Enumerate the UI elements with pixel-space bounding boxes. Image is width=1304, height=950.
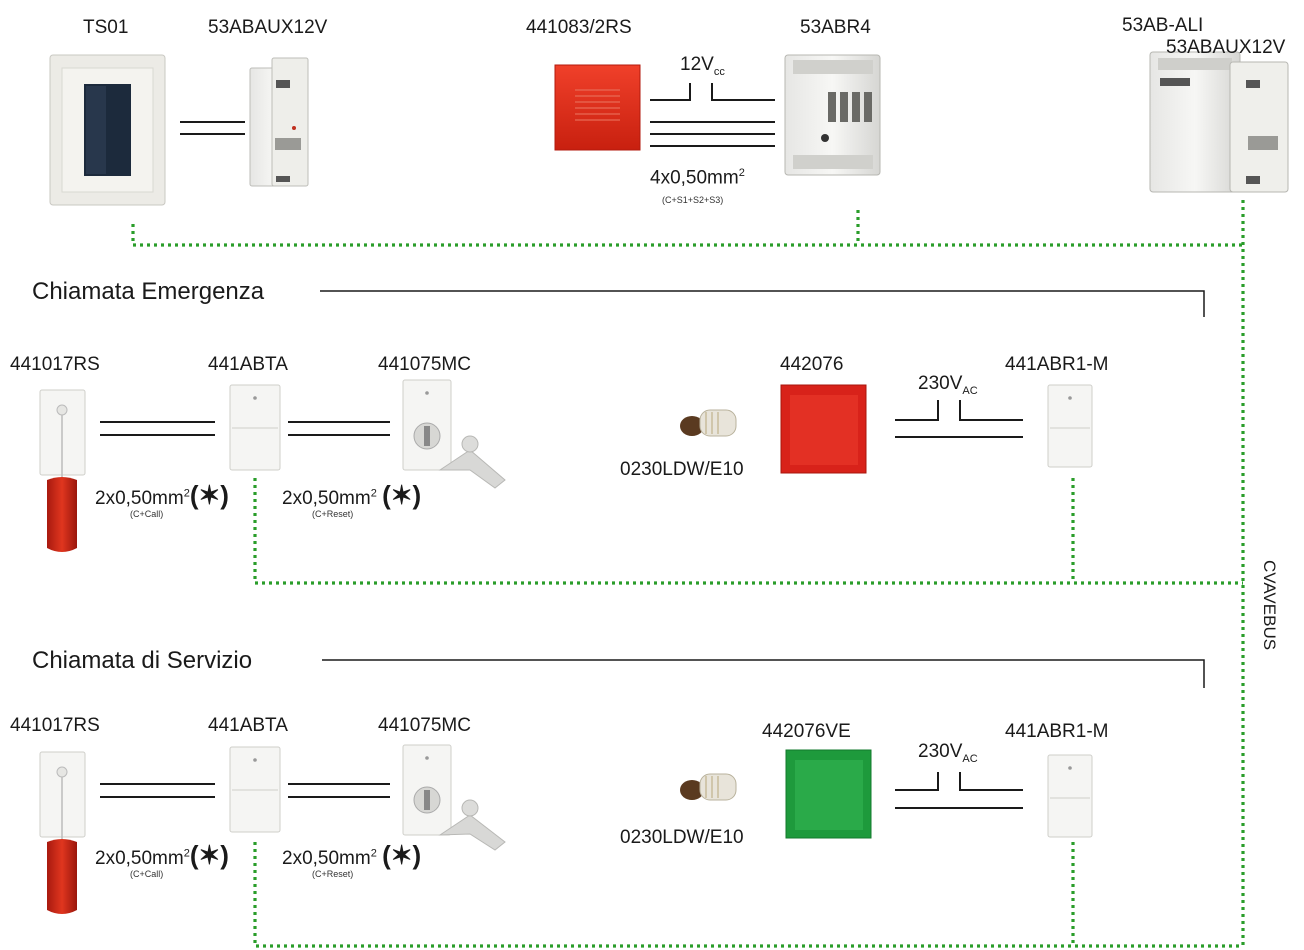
label-siren: 441083/2RS xyxy=(526,17,632,38)
abr4-module xyxy=(784,54,881,176)
section-bracket-servizio xyxy=(322,659,1205,688)
label-key-switch-2: 441075MC xyxy=(378,715,471,736)
label-button-2: 441ABTA xyxy=(208,715,288,736)
key-switch-2 xyxy=(402,744,506,851)
label-cable1-1: 2x0,50mm2(✶) xyxy=(95,480,229,510)
label-voltage-230v-2: 230VAC xyxy=(918,741,978,765)
label-cable1-note-1: (C+Call) xyxy=(130,509,164,519)
label-relay-2: 441ABR1-M xyxy=(1005,721,1109,742)
section-title-emergenza: Chiamata Emergenza xyxy=(32,278,265,305)
label-pull-cord-2: 441017RS xyxy=(10,715,100,736)
label-cable2-1: 2x0,50mm2 (✶) xyxy=(282,480,422,510)
label-voltage-230v-1: 230VAC xyxy=(918,373,978,397)
cable-lamp-relay-1 xyxy=(895,400,1023,438)
siren-441083 xyxy=(554,64,641,151)
cable-siren-abr4 xyxy=(650,83,775,147)
key-switch-1 xyxy=(402,379,506,489)
label-cable-4x: 4x0,50mm2 xyxy=(650,167,745,189)
cable-lamp-relay-2 xyxy=(895,772,1023,809)
ali-power-module xyxy=(1149,51,1241,193)
label-cable2-2: 2x0,50mm2 (✶) xyxy=(282,840,422,870)
cable-button-key-1 xyxy=(288,421,390,436)
label-key-switch-1: 441075MC xyxy=(378,354,471,375)
label-ali: 53AB-ALI xyxy=(1122,15,1204,36)
label-bulb-1: 0230LDW/E10 xyxy=(620,459,744,480)
label-ts01: TS01 xyxy=(83,17,129,38)
pull-cord-unit-2 xyxy=(39,751,86,914)
label-cable1-2: 2x0,50mm2(✶) xyxy=(95,840,229,870)
label-cable-4x-note: (C+S1+S2+S3) xyxy=(662,195,724,205)
cable-cord-button-1 xyxy=(100,421,215,436)
label-voltage-12v: 12Vcc xyxy=(680,54,725,78)
cable-ts01-aux xyxy=(180,121,245,135)
label-cable2-note-1: (C+Reset) xyxy=(312,509,354,519)
pull-cord-unit-1 xyxy=(39,389,86,552)
label-cable1-note-2: (C+Call) xyxy=(130,869,164,879)
label-aux-right: 53ABAUX12V xyxy=(1166,37,1286,58)
section-bracket-emergenza xyxy=(320,290,1205,317)
aux-power-module-right xyxy=(1229,61,1289,193)
label-bulb-2: 0230LDW/E10 xyxy=(620,827,744,848)
signal-lamp-1 xyxy=(780,384,867,474)
relay-module-1 xyxy=(1047,384,1093,468)
label-relay-1: 441ABR1-M xyxy=(1005,354,1109,375)
label-lamp-2: 442076VE xyxy=(762,721,851,742)
label-lamp-1: 442076 xyxy=(780,354,844,375)
cable-cord-button-2 xyxy=(100,783,215,798)
button-module-2 xyxy=(229,746,281,833)
button-module-1 xyxy=(229,384,281,471)
label-pull-cord-1: 441017RS xyxy=(10,354,100,375)
label-cvavebus: CVAVEBUS xyxy=(1260,560,1279,651)
signal-lamp-2 xyxy=(785,749,872,839)
label-aux-top: 53ABAUX12V xyxy=(208,17,328,38)
cable-button-key-2 xyxy=(288,783,390,798)
label-button-1: 441ABTA xyxy=(208,354,288,375)
bulb-1 xyxy=(680,409,737,437)
label-abr4: 53ABR4 xyxy=(800,17,871,38)
relay-module-2 xyxy=(1047,754,1093,838)
section-title-servizio: Chiamata di Servizio xyxy=(32,647,253,674)
aux-power-module-left xyxy=(249,57,309,187)
ts01-touchscreen xyxy=(49,54,166,206)
cvavebus-lines xyxy=(131,200,1245,948)
bulb-2 xyxy=(680,773,737,801)
label-cable2-note-2: (C+Reset) xyxy=(312,869,354,879)
